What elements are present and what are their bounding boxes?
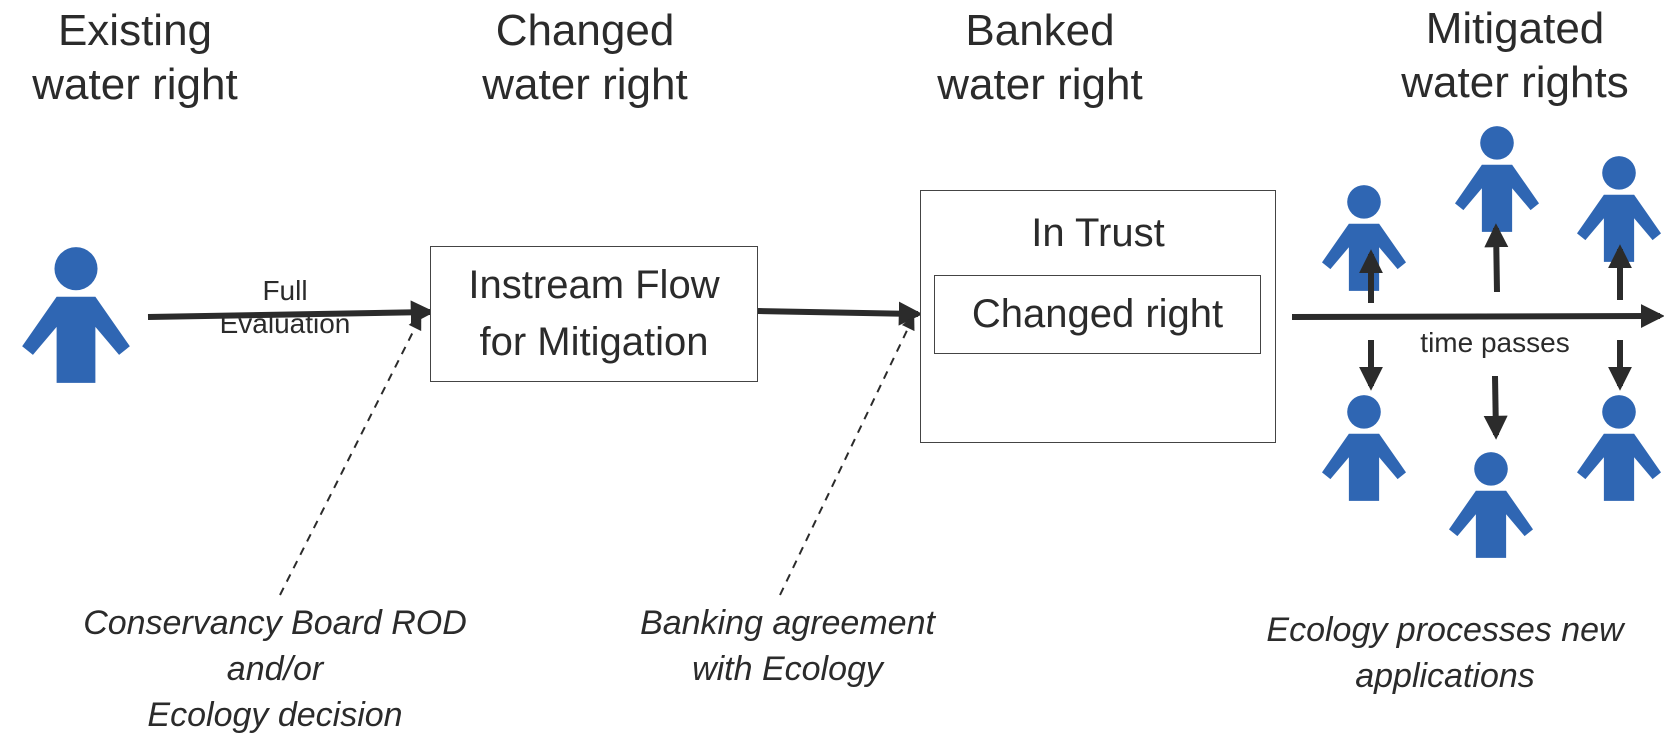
person-icon-mitigated: [1449, 452, 1533, 558]
arrow-label-line2: Evaluation: [219, 308, 351, 339]
stage-title-mitigated: Mitigated water rights: [1385, 2, 1645, 110]
person-icon-existing: [22, 247, 130, 383]
note-line1: Ecology processes new: [1266, 611, 1624, 649]
person-icon-mitigated: [1455, 126, 1539, 232]
box-line2: for Mitigation: [479, 320, 709, 364]
stage-title-line1: Existing: [57, 6, 213, 55]
instream-flow-box: Instream Flow for Mitigation: [430, 246, 758, 382]
stage-title-line2: water rights: [1401, 58, 1629, 107]
arrow-up-2: [1484, 223, 1509, 293]
note-banking: Banking agreement with Ecology: [600, 600, 975, 692]
note-line1: Conservancy Board ROD: [83, 604, 467, 642]
person-icon-mitigated: [1322, 395, 1406, 501]
person-icon-mitigated: [1322, 185, 1406, 291]
stage-title-line2: water right: [482, 60, 688, 109]
arrow-existing-to-instream: [147, 300, 435, 325]
dashed-arrow-banking: [779, 315, 915, 596]
in-trust-title: In Trust: [1031, 211, 1165, 255]
changed-right-box: Changed right: [934, 275, 1261, 354]
stage-title-line1: Banked: [965, 6, 1115, 55]
note-rod: Conservancy Board ROD and/or Ecology dec…: [40, 600, 510, 738]
dashed-arrow-rod: [279, 315, 422, 596]
person-icon-mitigated: [1577, 395, 1661, 501]
stage-title-banked: Banked water right: [915, 4, 1165, 112]
note-line1: Banking agreement: [640, 604, 935, 642]
stage-title-line2: water right: [32, 60, 238, 109]
person-icon-mitigated: [1577, 156, 1661, 262]
stage-title-existing: Existing water right: [10, 4, 260, 112]
arrow-down-2: [1483, 375, 1508, 440]
changed-right-label: Changed right: [971, 292, 1224, 336]
note-line3: Ecology decision: [147, 696, 403, 734]
arrow-time-passes: [1291, 304, 1664, 329]
in-trust-box: In Trust Changed right: [920, 190, 1276, 443]
note-ecology: Ecology processes new applications: [1235, 607, 1655, 699]
arrow-instream-to-trust: [757, 301, 923, 326]
instream-flow-box-text: Instream Flow for Mitigation: [431, 247, 757, 371]
stage-title-line1: Changed: [495, 6, 675, 55]
note-line2: and/or: [226, 650, 324, 688]
box-line1: Instream Flow: [468, 263, 720, 307]
arrow-label-time-passes: time passes: [1395, 326, 1595, 360]
stage-title-line2: water right: [937, 60, 1143, 109]
stage-title-line1: Mitigated: [1425, 4, 1605, 53]
note-line2: with Ecology: [692, 650, 883, 688]
arrow-label-line1: Full: [262, 275, 308, 306]
arrow-label-full-evaluation: Full Evaluation: [195, 274, 375, 340]
note-line2: applications: [1355, 657, 1535, 695]
stage-title-changed: Changed water right: [460, 4, 710, 112]
